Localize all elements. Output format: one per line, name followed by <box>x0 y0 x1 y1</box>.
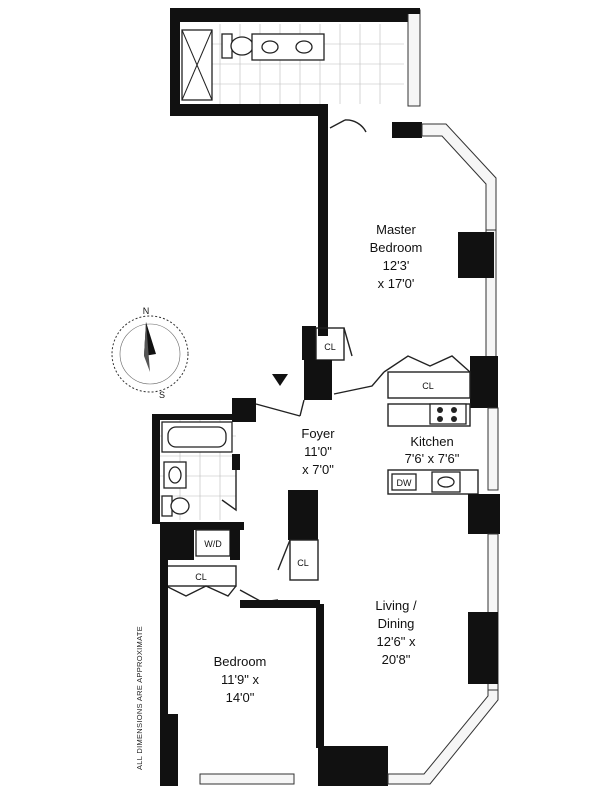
svg-text:Foyer: Foyer <box>301 426 335 441</box>
double-vanity <box>251 33 325 61</box>
toilet <box>221 33 254 59</box>
svg-text:12'6" x: 12'6" x <box>377 634 416 649</box>
svg-text:Master: Master <box>376 222 416 237</box>
pantry-closet-label: CL <box>422 381 434 391</box>
svg-text:Living /: Living / <box>375 598 417 613</box>
washer-dryer: W/D <box>160 522 244 560</box>
hall-toilet <box>161 495 190 517</box>
bedroom-label: Bedroom 11'9" x 14'0" <box>214 654 267 705</box>
living-dining-label: Living / Dining 12'6" x 20'8" <box>375 598 417 667</box>
compass-north-label: N <box>143 306 150 316</box>
living-closet-label: CL <box>297 558 309 568</box>
closet-label: CL <box>324 342 336 352</box>
kitchen-label: Kitchen 7'6' x 7'6" <box>405 434 460 466</box>
svg-text:x 17'0': x 17'0' <box>378 276 415 291</box>
svg-text:Kitchen: Kitchen <box>410 434 453 449</box>
shower-stall <box>181 29 213 101</box>
living-closet: CL <box>239 490 319 603</box>
washer-dryer-label: W/D <box>204 539 222 549</box>
bedroom-closet-label: CL <box>195 572 207 582</box>
closet-foyer-right: CL <box>302 326 353 361</box>
svg-text:Bedroom: Bedroom <box>370 240 423 255</box>
dimensions-disclaimer: ALL DIMENSIONS ARE APPROXIMATE <box>135 626 144 770</box>
svg-text:7'6' x 7'6": 7'6' x 7'6" <box>405 451 460 466</box>
entry-arrow-icon <box>272 374 288 386</box>
kitchen-walls: CL DW <box>304 355 500 534</box>
svg-text:20'8": 20'8" <box>382 652 411 667</box>
svg-text:11'0": 11'0" <box>304 444 332 459</box>
master-bath <box>170 8 421 116</box>
bedroom-walls <box>160 560 388 786</box>
stove <box>429 403 467 425</box>
hall-bath <box>152 414 240 524</box>
master-bedroom-walls <box>318 104 497 359</box>
living-dining-walls <box>387 533 499 785</box>
master-bedroom-label: Master Bedroom 12'3' x 17'0' <box>370 222 423 291</box>
bathtub <box>161 421 233 453</box>
svg-text:Bedroom: Bedroom <box>214 654 267 669</box>
dishwasher-label: DW <box>397 478 412 488</box>
compass-south-label: S <box>159 390 165 400</box>
svg-text:12'3': 12'3' <box>383 258 410 273</box>
bedroom-closet: CL <box>165 565 237 597</box>
compass-icon: N S <box>111 306 189 400</box>
svg-text:x 7'0": x 7'0" <box>302 462 334 477</box>
svg-text:Dining: Dining <box>378 616 415 631</box>
svg-text:14'0": 14'0" <box>226 690 255 705</box>
svg-text:11'9" x: 11'9" x <box>221 672 259 687</box>
foyer-label: Foyer 11'0" x 7'0" <box>301 426 335 477</box>
